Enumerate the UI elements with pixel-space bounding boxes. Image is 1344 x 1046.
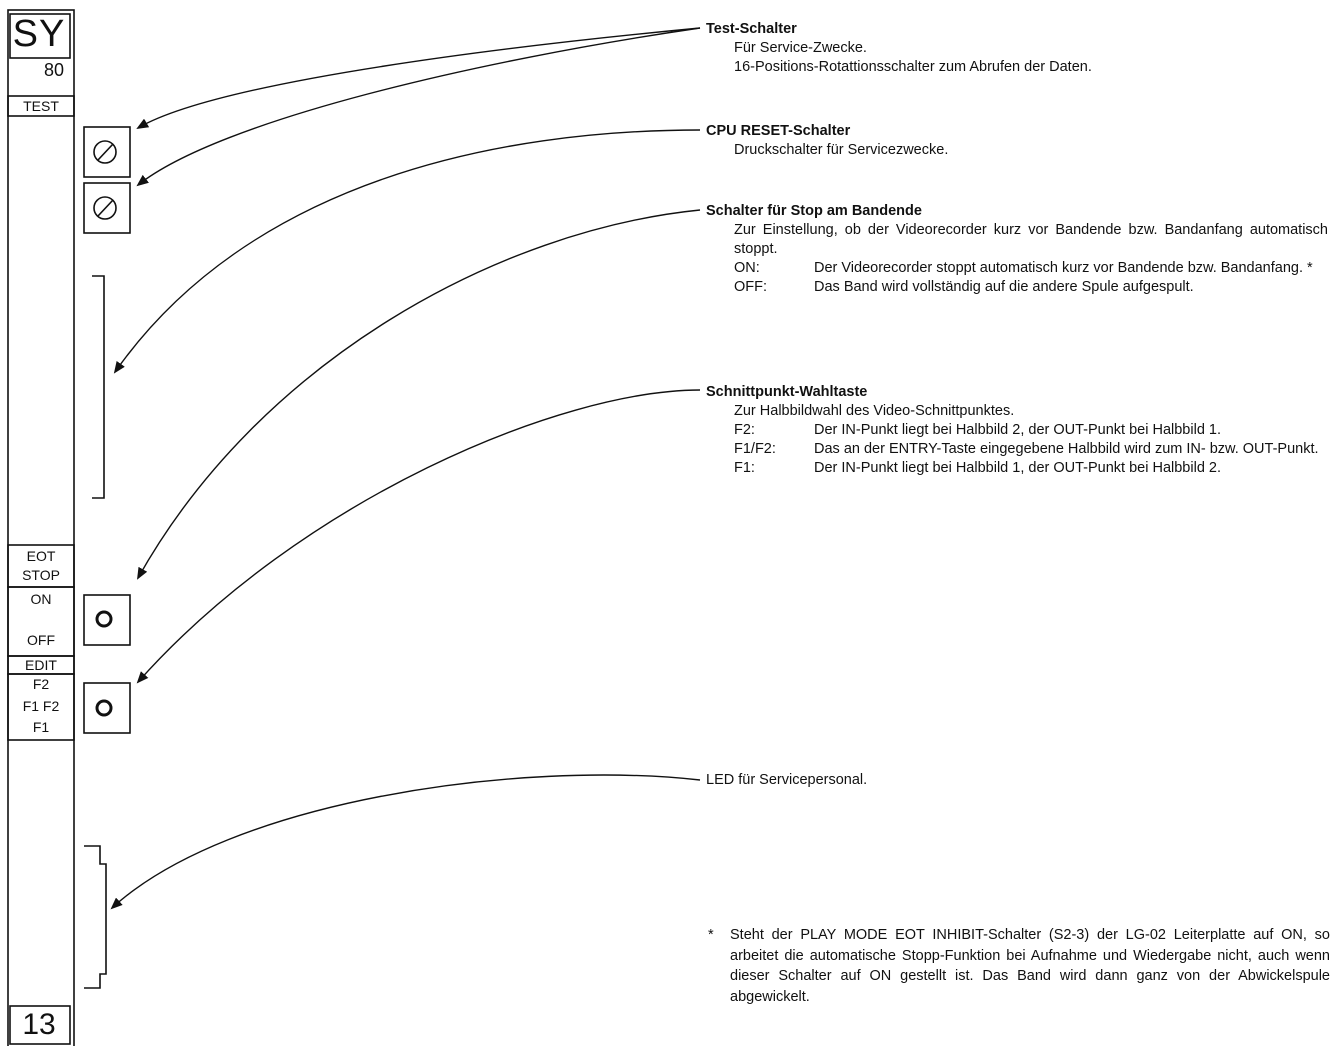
test-label: TEST bbox=[23, 98, 59, 114]
annotation-text: 16-Positions-Rotattionsschalter zum Abru… bbox=[734, 59, 1092, 75]
stop-label: STOP bbox=[22, 567, 60, 583]
option-label: F1: bbox=[734, 460, 755, 476]
annotation-cpu-reset: CPU RESET-Schalter Druckschalter für Ser… bbox=[706, 122, 1326, 160]
test-label-box bbox=[7, 95, 75, 117]
leader-edit bbox=[136, 389, 701, 684]
leader-test-2 bbox=[136, 27, 701, 187]
edit-select-switch[interactable] bbox=[83, 682, 131, 734]
test-switch-slot bbox=[97, 143, 114, 161]
edit-label: EDIT bbox=[25, 657, 57, 673]
option-text: Der IN-Punkt liegt bei Halbbild 1, der O… bbox=[814, 460, 1221, 476]
test-switch[interactable] bbox=[83, 126, 131, 178]
eot-stop-switch[interactable] bbox=[83, 594, 131, 646]
model-number: 80 bbox=[44, 60, 65, 80]
footnote-star: * bbox=[708, 927, 714, 943]
annotation-text: Für Service-Zwecke. bbox=[734, 40, 867, 56]
cpu-reset-switch[interactable] bbox=[83, 182, 131, 234]
annotation-title: Test-Schalter bbox=[706, 21, 797, 37]
footnote: * Steht der PLAY MODE EOT INHIBIT-Schalt… bbox=[708, 925, 1330, 1007]
leader-led bbox=[110, 774, 701, 910]
option-label: ON: bbox=[734, 260, 760, 276]
f1-label: F1 bbox=[32, 719, 50, 735]
off-label: OFF bbox=[27, 632, 55, 648]
option-text: Das Band wird vollständig auf die andere… bbox=[814, 279, 1194, 295]
annotation-edit-select: Schnittpunkt-Wahltaste Zur Halbbildwahl … bbox=[706, 383, 1328, 478]
option-row: F1/F2: Das an der ENTRY-Taste eingegeben… bbox=[706, 440, 1328, 459]
leader-cpu-reset bbox=[113, 129, 701, 374]
on-label: ON bbox=[30, 591, 52, 607]
annotation-led: LED für Servicepersonal. bbox=[706, 771, 1326, 790]
cpu-reset-knob-icon bbox=[93, 196, 117, 220]
option-text: Der Videorecorder stoppt automatisch kur… bbox=[814, 260, 1313, 276]
annotation-text: Zur Halbbildwahl des Video-Schnittpunkte… bbox=[734, 403, 1015, 419]
annotation-text: Druckschalter für Servicezwecke. bbox=[734, 142, 949, 158]
f-label-box bbox=[7, 673, 75, 741]
option-text: Das an der ENTRY-Taste eingegebene Halbb… bbox=[814, 441, 1319, 457]
leader-test-1 bbox=[136, 27, 701, 130]
footnote-text: Steht der PLAY MODE EOT INHIBIT-Schalter… bbox=[730, 927, 1330, 1005]
led-bracket bbox=[84, 845, 107, 989]
cpu-reset-slot bbox=[97, 199, 114, 217]
edit-switch-knob-icon bbox=[95, 699, 113, 717]
option-row: OFF: Das Band wird vollständig auf die a… bbox=[706, 278, 1328, 297]
option-label: F1/F2: bbox=[734, 441, 776, 457]
f2-label: F2 bbox=[32, 676, 50, 692]
front-panel bbox=[7, 9, 75, 1046]
annotation-text: Zur Einstellung, ob der Videorecorder ku… bbox=[734, 222, 1328, 257]
annotation-title: Schnittpunkt-Wahltaste bbox=[706, 384, 868, 400]
option-row: ON: Der Videorecorder stoppt automatisch… bbox=[706, 259, 1328, 278]
eot-switch-knob-icon bbox=[95, 610, 113, 628]
test-switch-knob-icon bbox=[93, 140, 117, 164]
option-row: F1: Der IN-Punkt liegt bei Halbbild 1, d… bbox=[706, 459, 1328, 478]
eot-label: EOT bbox=[26, 548, 56, 564]
annotation-test-switch: Test-Schalter Für Service-Zwecke. 16-Pos… bbox=[706, 20, 1326, 77]
bracket-upper bbox=[92, 275, 105, 499]
annotation-title: LED für Servicepersonal. bbox=[706, 772, 868, 788]
option-label: F2: bbox=[734, 422, 755, 438]
annotation-title: CPU RESET-Schalter bbox=[706, 123, 851, 139]
option-text: Der IN-Punkt liegt bei Halbbild 2, der O… bbox=[814, 422, 1221, 438]
annotation-eot-stop: Schalter für Stop am Bandende Zur Einste… bbox=[706, 202, 1328, 297]
option-label: OFF: bbox=[734, 279, 768, 295]
module-label-box bbox=[9, 13, 71, 59]
f1f2-label: F1 F2 bbox=[22, 698, 60, 714]
leader-eot bbox=[137, 209, 701, 580]
module-label: SY bbox=[12, 13, 66, 55]
option-row: F2: Der IN-Punkt liegt bei Halbbild 2, d… bbox=[706, 421, 1328, 440]
annotation-title: Schalter für Stop am Bandende bbox=[706, 203, 922, 219]
board-number: 13 bbox=[22, 1008, 56, 1041]
board-number-box bbox=[9, 1005, 71, 1045]
